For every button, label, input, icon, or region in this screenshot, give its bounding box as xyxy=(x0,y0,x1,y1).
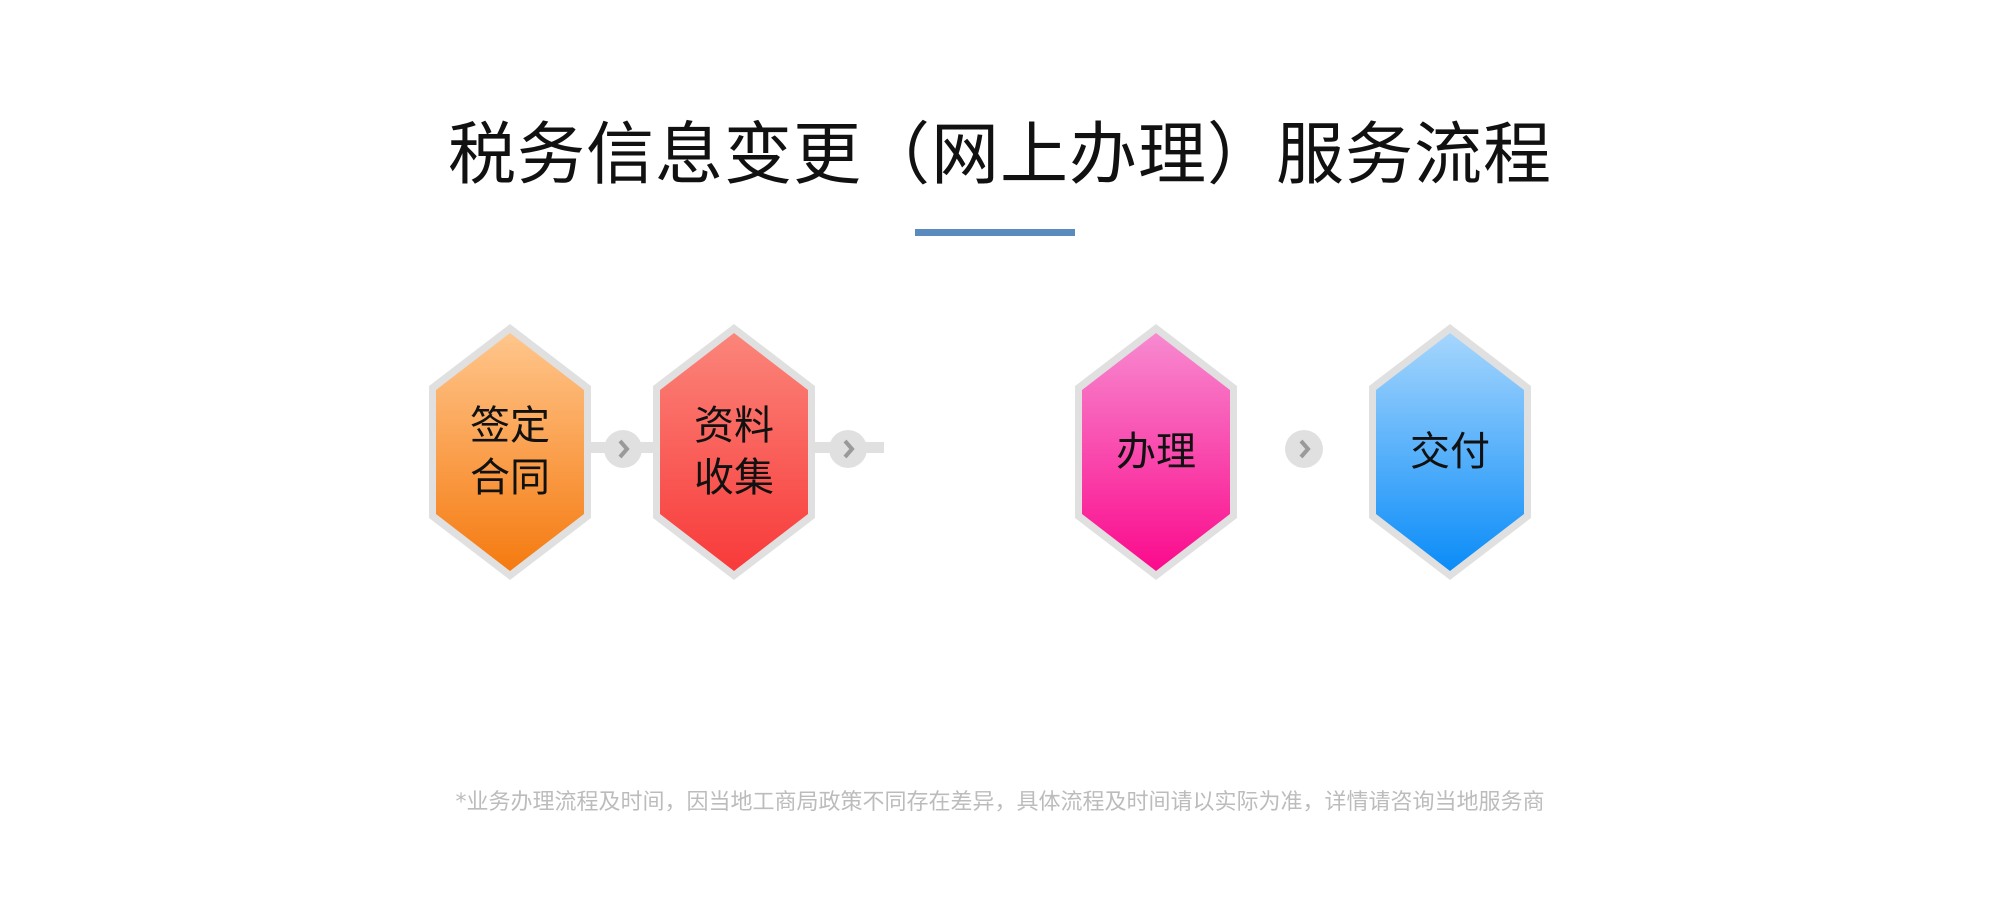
hexagon-shape xyxy=(429,324,591,580)
hexagon-shape xyxy=(1369,324,1531,580)
step-label: 签定合同 xyxy=(470,403,550,501)
step-sign-contract: 签定合同 xyxy=(429,324,591,580)
step-label: 办理 xyxy=(1116,429,1196,475)
page-title: 税务信息变更（网上办理）服务流程 xyxy=(447,116,1552,195)
step-collect-materials: 资料收集 xyxy=(653,324,815,580)
footnote: *业务办理流程及时间，因当地工商局政策不同存在差异，具体流程及时间请以实际为准，… xyxy=(455,790,1545,815)
step-label: 资料收集 xyxy=(694,403,774,501)
step-process: 办理 xyxy=(1075,324,1237,580)
chevron-right-icon xyxy=(604,430,642,468)
step-label: 交付 xyxy=(1410,429,1490,475)
step-deliver: 交付 xyxy=(1369,324,1531,580)
chevron-right-icon xyxy=(829,430,867,468)
hexagon-shape xyxy=(653,324,815,580)
title-underline xyxy=(915,229,1075,236)
hexagon-shape xyxy=(1075,324,1237,580)
chevron-right-icon xyxy=(1285,430,1323,468)
